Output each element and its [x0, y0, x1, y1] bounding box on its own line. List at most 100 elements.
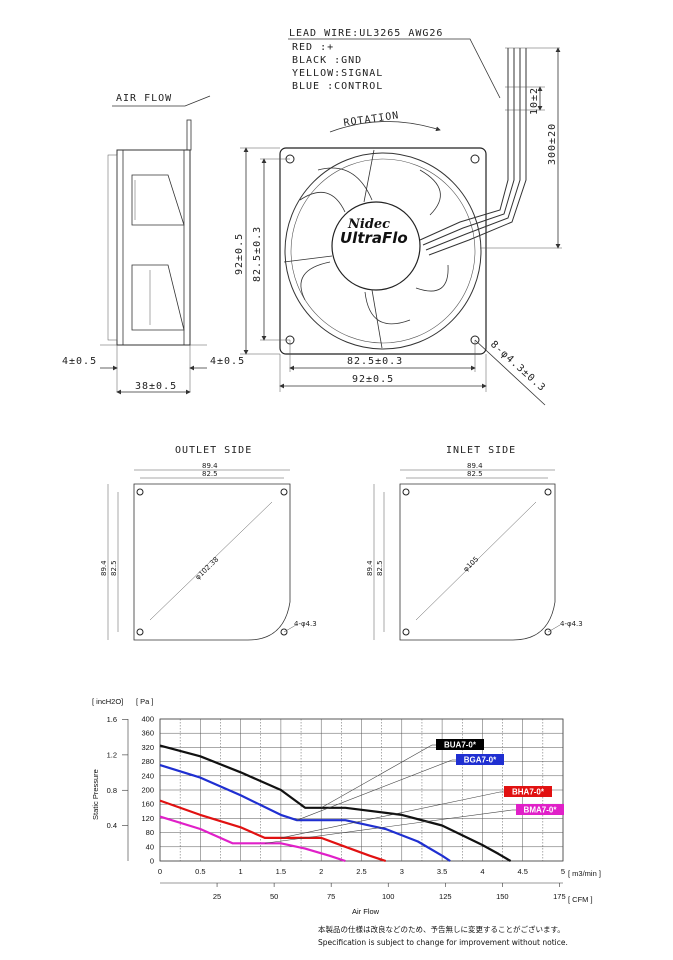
chart-series-line	[159, 764, 451, 862]
chart-cfm-tick: 25	[213, 892, 221, 901]
chart-legend-leader	[264, 809, 513, 844]
chart-cfm-tick: 150	[496, 892, 509, 901]
air-flow-label: AIR FLOW	[116, 93, 172, 104]
chart-series-line	[159, 799, 387, 863]
inlet-h1: 89.4	[366, 560, 374, 576]
chart-legend-label: BGA7-0*	[464, 756, 497, 765]
chart-inch-tick: 1.2	[107, 750, 117, 759]
footer-english: Specification is subject to change for i…	[318, 938, 568, 947]
chart-series-line	[159, 744, 512, 862]
dim-300: 300±20	[547, 123, 558, 165]
chart-legend-label: BHA7-0*	[512, 788, 545, 797]
chart-x-tick: 3.5	[437, 867, 447, 876]
chart-x-tick: 1.5	[276, 867, 286, 876]
chart-pa-tick: 280	[141, 757, 154, 766]
chart-pa-tick: 80	[146, 828, 154, 837]
rotation-arrow-icon	[329, 121, 441, 133]
chart-pa-tick: 160	[141, 800, 154, 809]
dim-92-vertical: 92±0.5	[234, 233, 245, 275]
dim-10: 10±2	[529, 87, 540, 115]
chart-x-tick: 1	[239, 867, 243, 876]
chart-legend-leader	[296, 759, 453, 821]
outlet-w2: 82.5	[202, 470, 218, 478]
chart-legend-badge	[516, 804, 564, 815]
lead-wire-spec: LEAD WIRE:UL3265 AWG26 RED :+ BLACK :GND…	[288, 28, 501, 99]
dim-82-5-vertical: 82.5±0.3	[252, 226, 263, 282]
chart-unit-pa: [ Pa ]	[136, 697, 154, 706]
footer-japanese: 本製品の仕様は改良などのため、予告無しに変更することがございます。	[318, 925, 565, 934]
chart-legend-leader	[321, 744, 433, 809]
fan-front-view: Nidec UltraFlo ROTATION 10±2 300±20 92±0…	[234, 47, 562, 406]
chart-x-tick: 4.5	[517, 867, 527, 876]
chart-legend-leader	[280, 791, 501, 839]
dim-holes: 8-φ4.3±0.3	[488, 339, 548, 394]
inlet-w2: 82.5	[467, 470, 483, 478]
chart-legend-label: BMA7-0*	[524, 806, 558, 815]
chart-unit-cfm: [ CFM ]	[568, 895, 593, 904]
chart-pa-tick: 40	[146, 842, 154, 851]
lead-wire-red: RED :+	[292, 42, 334, 53]
chart-legend-badge	[504, 786, 552, 797]
chart-inch-tick: 0.4	[107, 821, 117, 830]
chart-legend-badge	[456, 754, 504, 765]
chart-x-tick: 2	[319, 867, 323, 876]
chart-ylabel: Static Pressure	[91, 769, 100, 820]
outlet-diag: φ102.38	[194, 555, 221, 581]
outlet-holes: 4-φ4.3	[294, 620, 317, 628]
dim-4-left: 4±0.5	[62, 356, 97, 367]
outlet-h1: 89.4	[100, 560, 108, 576]
chart-unit-inch: [ incH2O]	[92, 697, 123, 706]
chart-pa-tick: 240	[141, 771, 154, 780]
lead-wire-leader	[288, 38, 501, 99]
chart-cfm-tick: 100	[382, 892, 395, 901]
dim-82-5-horizontal: 82.5±0.3	[347, 356, 403, 367]
chart-x-tick: 2.5	[356, 867, 366, 876]
outlet-title: OUTLET SIDE	[175, 445, 252, 456]
rotation-label: ROTATION	[343, 110, 400, 129]
dim-92-horizontal: 92±0.5	[352, 374, 394, 385]
chart-cfm-tick: 125	[439, 892, 452, 901]
chart-xlabel: Air Flow	[352, 907, 380, 916]
brand-nidec: Nidec	[347, 217, 390, 232]
outlet-w1: 89.4	[202, 462, 218, 470]
chart-x-tick: 0	[158, 867, 162, 876]
chart-pa-tick: 0	[150, 857, 154, 866]
chart-x-tick: 0.5	[195, 867, 205, 876]
inlet-side-view: INLET SIDE 89.4 82.5 89.4 82.5 φ105 4-φ4…	[366, 445, 583, 641]
outlet-h2: 82.5	[110, 560, 118, 576]
chart-pa-tick: 360	[141, 729, 154, 738]
chart-pa-tick: 320	[141, 743, 154, 752]
chart-inch-tick: 1.6	[107, 715, 117, 724]
chart-cfm-tick: 75	[327, 892, 335, 901]
chart-x-tick: 5	[561, 867, 565, 876]
inlet-holes: 4-φ4.3	[560, 620, 583, 628]
chart-series-line	[159, 815, 346, 863]
lead-wire-title: LEAD WIRE:UL3265 AWG26	[289, 28, 443, 39]
chart-pa-tick: 120	[141, 814, 154, 823]
brand-ultraflo: UltraFlo	[340, 229, 408, 247]
chart-x-tick: 4	[480, 867, 484, 876]
dim-4-right: 4±0.5	[210, 356, 245, 367]
inlet-diag: φ105	[462, 555, 480, 573]
dim-38: 38±0.5	[135, 381, 177, 392]
air-flow-arrow-icon	[112, 95, 211, 107]
inlet-title: INLET SIDE	[446, 445, 516, 456]
lead-wire-black: BLACK :GND	[292, 55, 362, 66]
lead-wire-blue: BLUE :CONTROL	[292, 81, 383, 92]
lead-wire-yellow: YELLOW:SIGNAL	[292, 68, 383, 79]
chart-legend-label: BUA7-0*	[444, 741, 477, 750]
pq-chart: [ incH2O] [ Pa ] [ m3/min ] [ CFM ] Stat…	[91, 697, 601, 916]
chart-unit-m3: [ m3/min ]	[568, 869, 601, 878]
chart-cfm-tick: 175	[553, 892, 566, 901]
chart-cfm-tick: 50	[270, 892, 278, 901]
inlet-h2: 82.5	[376, 560, 384, 576]
outlet-side-view: OUTLET SIDE 89.4 82.5 89.4 82.5 φ102.38 …	[100, 445, 317, 641]
chart-inch-tick: 0.8	[107, 786, 117, 795]
chart-pa-tick: 400	[141, 715, 154, 724]
chart-x-tick: 3	[400, 867, 404, 876]
chart-pa-tick: 200	[141, 786, 154, 795]
inlet-w1: 89.4	[467, 462, 483, 470]
chart-legend-badge	[436, 739, 484, 750]
side-view: AIR FLOW 4±0.5 4±0.5 38±0.5	[62, 93, 245, 395]
